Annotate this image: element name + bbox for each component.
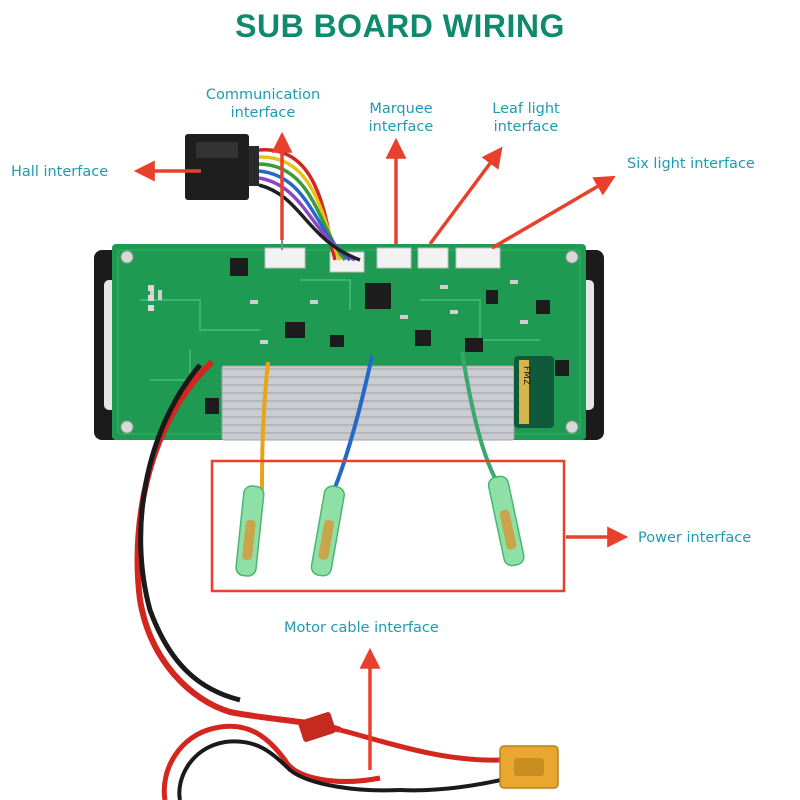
capacitor: FMZ bbox=[514, 356, 554, 428]
black-output-wire bbox=[177, 739, 401, 800]
blue-bullet-terminal bbox=[310, 485, 345, 577]
communication-label-line2: interface bbox=[230, 105, 296, 121]
leaf-light-connector bbox=[417, 247, 449, 269]
capacitor-marking: FMZ bbox=[521, 366, 531, 385]
blue-phase-wire bbox=[332, 355, 374, 491]
leaf-light-interface-label: Leaf light interface bbox=[466, 100, 586, 136]
leaf-label-line1: Leaf light bbox=[492, 101, 560, 117]
yellow-xt-connector bbox=[499, 745, 559, 789]
marquee-connector bbox=[376, 247, 412, 269]
leaf-light-arrow bbox=[428, 146, 503, 246]
six-light-connector bbox=[455, 247, 501, 269]
motor-cable-interface-label: Motor cable interface bbox=[284, 620, 439, 636]
hall-plug bbox=[185, 134, 259, 200]
power-interface-label: Power interface bbox=[638, 530, 752, 546]
hall-interface-label: Hall interface bbox=[11, 164, 109, 180]
six-light-interface-label: Six light interface bbox=[627, 156, 755, 172]
green-phase-wire bbox=[460, 351, 498, 481]
red-connector-lead bbox=[339, 727, 501, 763]
communication-interface-label: Communication interface bbox=[190, 86, 336, 122]
six-light-arrow bbox=[491, 175, 616, 250]
green-bullet-terminal bbox=[487, 475, 525, 567]
callout-arrows bbox=[133, 131, 629, 770]
black-connector-lead bbox=[399, 776, 511, 793]
black-power-wire bbox=[138, 363, 241, 703]
yellow-bullet-terminal bbox=[235, 485, 265, 577]
hall-ribbon-wires bbox=[258, 148, 361, 262]
page-title: SUB BOARD WIRING bbox=[235, 8, 565, 44]
communication-connector bbox=[264, 247, 306, 269]
marquee-label-line2: interface bbox=[368, 119, 434, 135]
marquee-label-line1: Marquee bbox=[369, 101, 433, 117]
red-output-wire bbox=[161, 723, 381, 800]
yellow-phase-wire bbox=[260, 361, 270, 491]
communication-label-line1: Communication bbox=[205, 87, 321, 103]
marquee-interface-label: Marquee interface bbox=[346, 100, 456, 136]
power-interface-box bbox=[210, 459, 566, 593]
red-t-plug bbox=[298, 712, 336, 742]
leaf-label-line2: interface bbox=[493, 119, 559, 135]
